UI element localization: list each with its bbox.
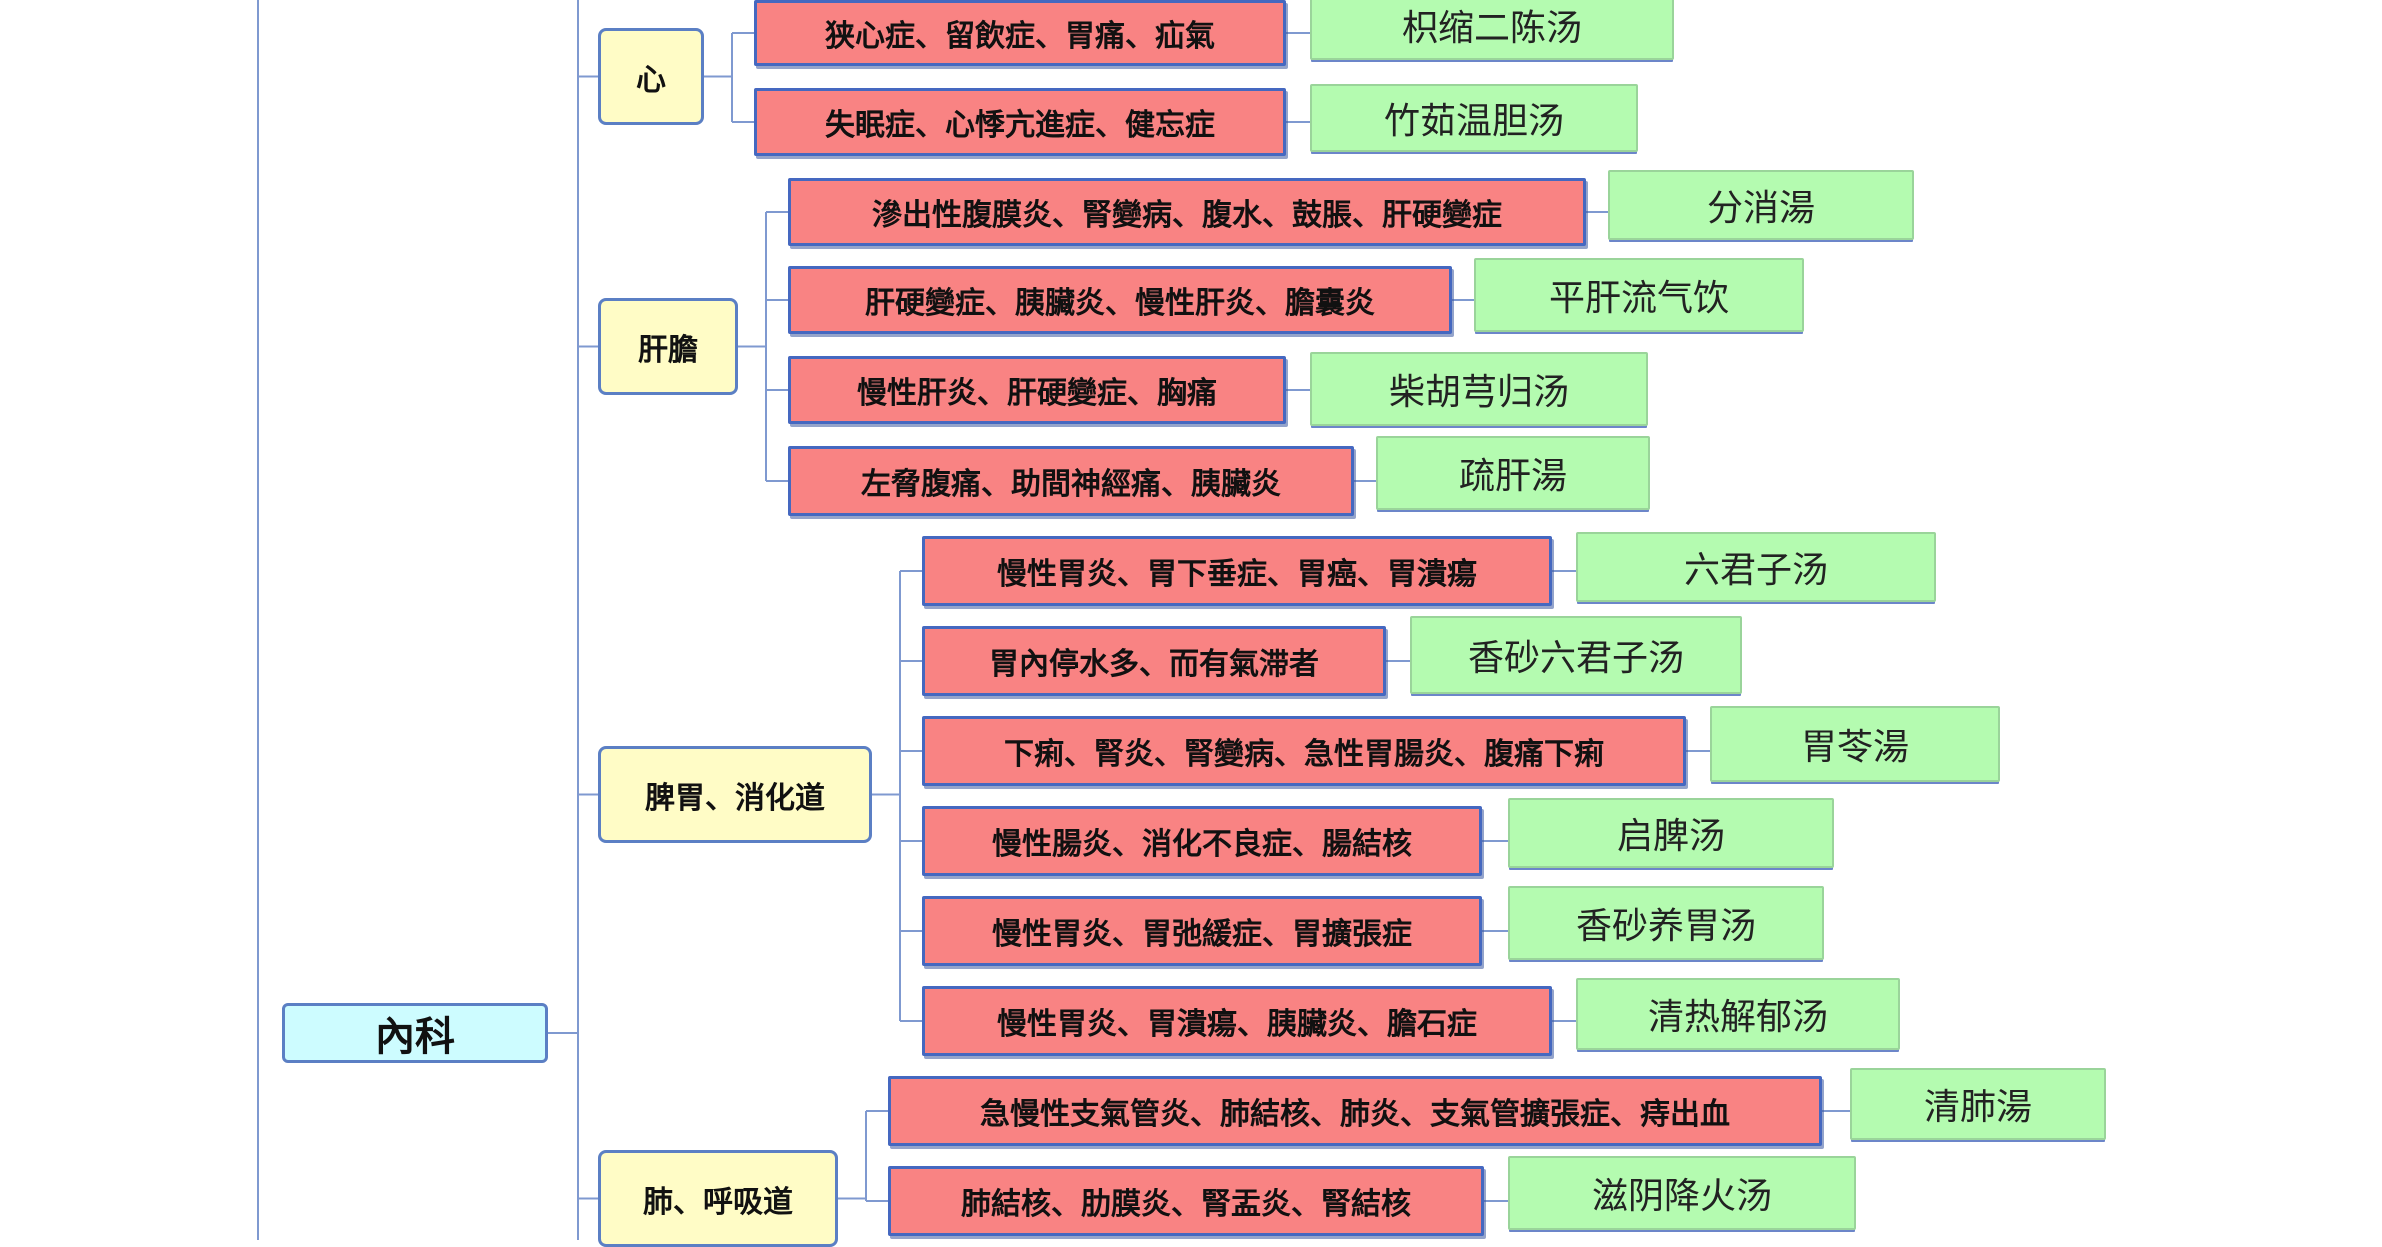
remedy-label: 疏肝湯 (1458, 456, 1567, 497)
group-node-lung-respiratory[interactable]: 肺、呼吸道 (598, 1150, 838, 1247)
symptom-node[interactable]: 滲出性腹膜炎、腎變病、腹水、鼓脹、肝硬變症 (788, 178, 1586, 246)
remedy-node[interactable]: 清热解郁汤 (1576, 978, 1900, 1050)
remedy-label: 滋阴降火汤 (1591, 1176, 1772, 1217)
remedy-label: 柴胡芎归汤 (1388, 372, 1569, 413)
group-node-liver-gallbladder[interactable]: 肝膽 (598, 298, 738, 395)
symptom-node[interactable]: 慢性胃炎、胃弛緩症、胃擴張症 (922, 896, 1482, 966)
remedy-node[interactable]: 清肺湯 (1850, 1068, 2106, 1140)
symptom-node[interactable]: 慢性胃炎、胃潰瘍、胰臟炎、膽石症 (922, 986, 1552, 1056)
symptom-label: 急慢性支氣管炎、肺結核、肺炎、支氣管擴張症、痔出血 (980, 1097, 1730, 1132)
symptom-node[interactable]: 下痢、腎炎、腎變病、急性胃腸炎、腹痛下痢 (922, 716, 1686, 786)
group-node-spleen-stomach[interactable]: 脾胃、消化道 (598, 746, 872, 843)
symptom-label: 慢性胃炎、胃潰瘍、胰臟炎、膽石症 (997, 1007, 1477, 1042)
symptom-node[interactable]: 胃內停水多、而有氣滞者 (922, 626, 1386, 696)
remedy-node[interactable]: 分消湯 (1608, 170, 1914, 240)
group-label: 心 (636, 62, 666, 98)
symptom-node[interactable]: 肺結核、肋膜炎、腎盂炎、腎結核 (888, 1166, 1484, 1236)
remedy-node[interactable]: 柴胡芎归汤 (1310, 352, 1648, 426)
symptom-node[interactable]: 肝硬變症、胰臟炎、慢性肝炎、膽囊炎 (788, 266, 1452, 334)
symptom-label: 左脅腹痛、助間神經痛、胰臟炎 (861, 467, 1281, 502)
remedy-node[interactable]: 疏肝湯 (1376, 436, 1650, 510)
remedy-node[interactable]: 滋阴降火汤 (1508, 1156, 1856, 1230)
remedy-node[interactable]: 平肝流气饮 (1474, 258, 1804, 332)
symptom-node[interactable]: 急慢性支氣管炎、肺結核、肺炎、支氣管擴張症、痔出血 (888, 1076, 1822, 1146)
remedy-label: 清热解郁汤 (1647, 997, 1828, 1038)
symptom-label: 慢性腸炎、消化不良症、腸結核 (992, 827, 1412, 862)
symptom-label: 慢性肝炎、肝硬變症、胸痛 (857, 376, 1217, 411)
remedy-label: 枳缩二陈汤 (1401, 8, 1582, 49)
remedy-label: 香砂六君子汤 (1467, 638, 1684, 679)
symptom-label: 滲出性腹膜炎、腎變病、腹水、鼓脹、肝硬變症 (872, 198, 1502, 233)
symptom-node[interactable]: 慢性肝炎、肝硬變症、胸痛 (788, 356, 1286, 424)
remedy-label: 六君子汤 (1683, 550, 1828, 591)
symptom-node[interactable]: 慢性腸炎、消化不良症、腸結核 (922, 806, 1482, 876)
symptom-node[interactable]: 失眠症、心悸亢進症、健忘症 (754, 88, 1286, 156)
symptom-label: 慢性胃炎、胃弛緩症、胃擴張症 (992, 917, 1412, 952)
group-label: 肺、呼吸道 (643, 1184, 793, 1220)
remedy-node[interactable]: 胃苓湯 (1710, 706, 2000, 782)
remedy-label: 分消湯 (1706, 188, 1815, 229)
root-node-internal-medicine[interactable]: 內科 (282, 1003, 548, 1063)
symptom-label: 狭心症、留飲症、胃痛、疝氣 (825, 19, 1215, 54)
group-label: 肝膽 (638, 332, 698, 368)
remedy-node[interactable]: 六君子汤 (1576, 532, 1936, 602)
symptom-node[interactable]: 左脅腹痛、助間神經痛、胰臟炎 (788, 446, 1354, 516)
symptom-node[interactable]: 慢性胃炎、胃下垂症、胃癌、胃潰瘍 (922, 536, 1552, 606)
symptom-label: 肺結核、肋膜炎、腎盂炎、腎結核 (961, 1187, 1411, 1222)
remedy-node[interactable]: 香砂六君子汤 (1410, 616, 1742, 694)
remedy-label: 清肺湯 (1923, 1087, 2032, 1128)
remedy-node[interactable]: 启脾汤 (1508, 798, 1834, 868)
group-node-heart[interactable]: 心 (598, 28, 704, 125)
symptom-label: 胃內停水多、而有氣滞者 (989, 647, 1319, 682)
symptom-label: 下痢、腎炎、腎變病、急性胃腸炎、腹痛下痢 (1004, 737, 1604, 772)
root-label: 內科 (375, 1014, 455, 1060)
symptom-label: 慢性胃炎、胃下垂症、胃癌、胃潰瘍 (997, 557, 1477, 592)
remedy-label: 胃苓湯 (1800, 727, 1909, 768)
group-label: 脾胃、消化道 (645, 780, 825, 816)
remedy-label: 平肝流气饮 (1548, 278, 1729, 319)
remedy-label: 竹茹温胆汤 (1383, 101, 1564, 142)
remedy-node[interactable]: 香砂养胃汤 (1508, 886, 1824, 960)
symptom-label: 失眠症、心悸亢進症、健忘症 (825, 108, 1215, 143)
symptom-node[interactable]: 狭心症、留飲症、胃痛、疝氣 (754, 0, 1286, 66)
symptom-label: 肝硬變症、胰臟炎、慢性肝炎、膽囊炎 (865, 286, 1375, 321)
remedy-label: 香砂养胃汤 (1575, 906, 1756, 947)
remedy-label: 启脾汤 (1616, 816, 1725, 857)
remedy-node[interactable]: 枳缩二陈汤 (1310, 0, 1674, 60)
remedy-node[interactable]: 竹茹温胆汤 (1310, 84, 1638, 152)
